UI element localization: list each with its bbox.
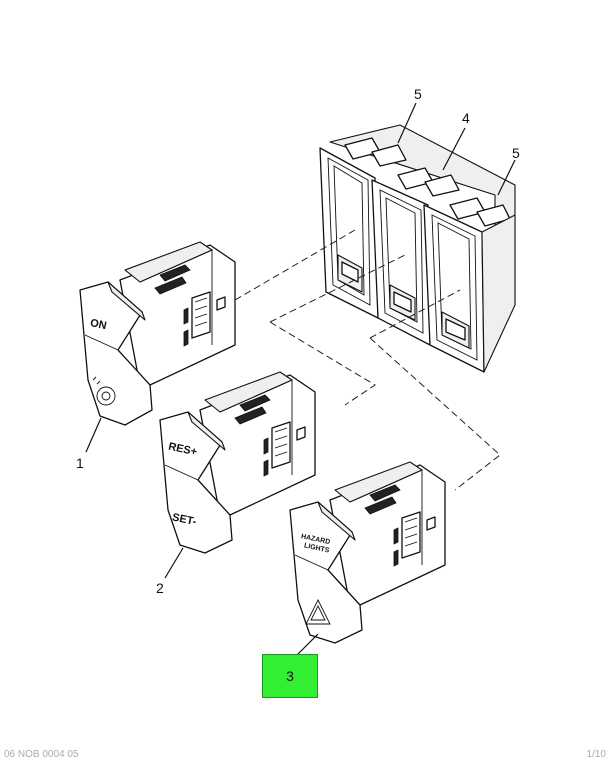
rocker-switch-3: HAZARD LIGHTS [289, 461, 446, 644]
bracket-housing-assembly [319, 124, 516, 373]
footer-page-number: 1/10 [586, 749, 606, 760]
bracket-right [423, 204, 485, 373]
callout-5-right: 5 [512, 145, 520, 161]
switch-2-set-legend: SET- [171, 511, 198, 528]
rocker-switch-1: ON [79, 241, 236, 426]
callout-3-highlight[interactable]: 3 [262, 654, 318, 698]
switch-1-on-legend: ON [89, 317, 108, 332]
footer-document-code: 06 NOB 0004 05 [4, 749, 79, 760]
hazard-triangle-icon [305, 598, 331, 625]
bracket-center [371, 179, 431, 346]
callout-5-left: 5 [414, 86, 422, 102]
callout-4: 4 [462, 110, 470, 126]
callout-leaders [85, 102, 516, 656]
callout-2: 2 [156, 580, 164, 596]
callout-3: 3 [286, 668, 294, 684]
assembly-guide-lines [234, 229, 501, 491]
rocker-switch-2: RES+ SET- [159, 371, 316, 554]
switch-2-res-legend: RES+ [167, 441, 198, 459]
callout-1: 1 [76, 455, 84, 471]
